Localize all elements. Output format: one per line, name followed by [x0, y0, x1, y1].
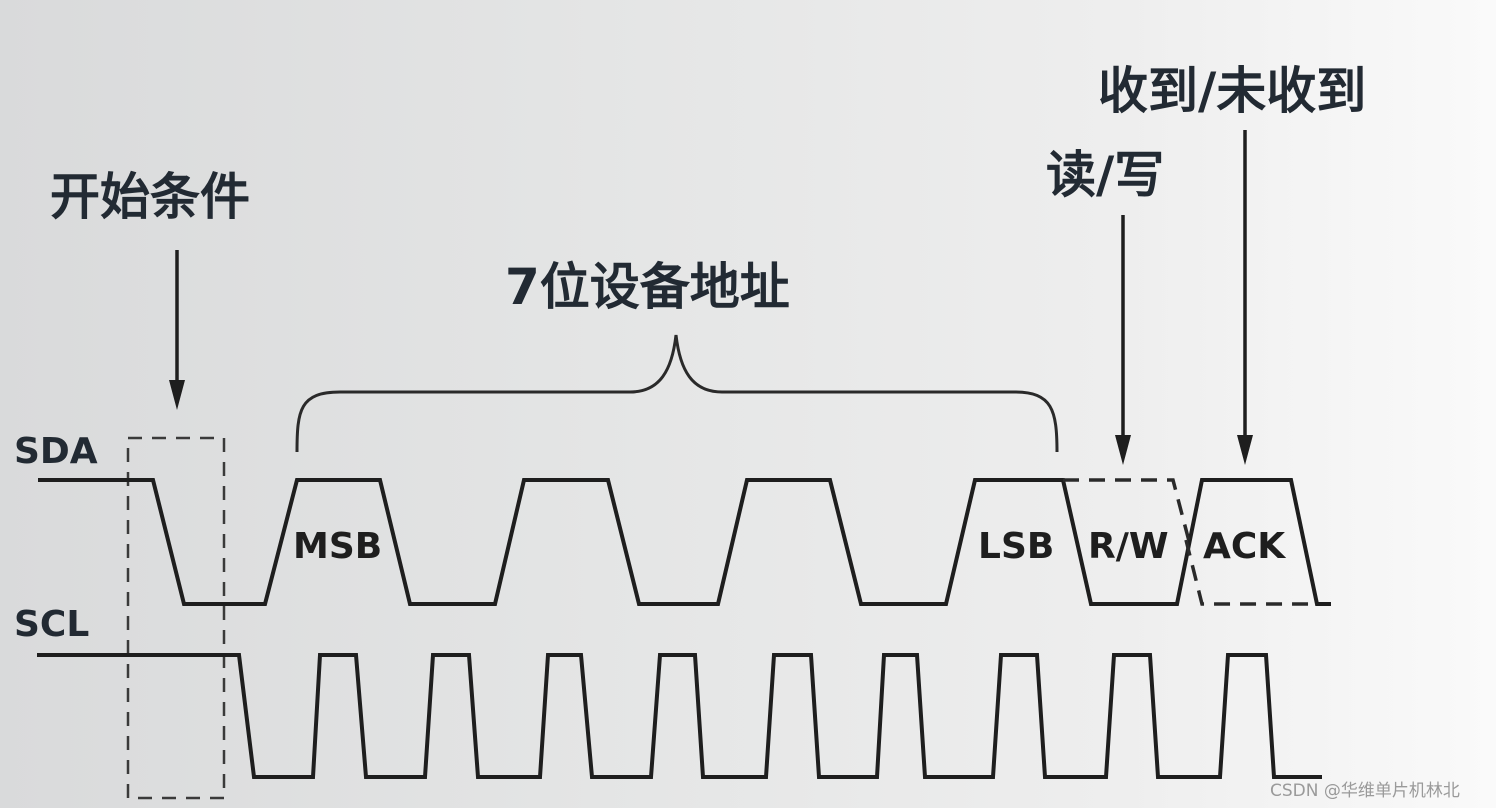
- ack-arrow-icon: [1237, 130, 1253, 465]
- lsb-label: LSB: [978, 526, 1054, 567]
- start-condition-box: [126, 436, 226, 800]
- ack-received-label: 收到/未收到: [1098, 62, 1366, 120]
- start-arrow-icon: [169, 250, 185, 410]
- address-brace: [295, 334, 1059, 453]
- rw-label: R/W: [1088, 526, 1169, 567]
- msb-label: MSB: [293, 526, 382, 567]
- start-condition-label: 开始条件: [50, 168, 250, 226]
- sda-label: SDA: [14, 431, 98, 472]
- sda-waveform: [38, 478, 1331, 606]
- rw-arrow-icon: [1115, 215, 1131, 465]
- ack-label: ACK: [1203, 526, 1286, 567]
- read-write-label: 读/写: [1046, 146, 1164, 204]
- address-label: 7位设备地址: [505, 258, 790, 316]
- scl-label: SCL: [14, 604, 89, 645]
- ack-alternate-dashed: [1184, 539, 1317, 606]
- scl-waveform: [37, 653, 1322, 779]
- watermark: CSDN @华维单片机林北: [1270, 781, 1460, 801]
- rw-alternate-dashed: [1063, 478, 1192, 546]
